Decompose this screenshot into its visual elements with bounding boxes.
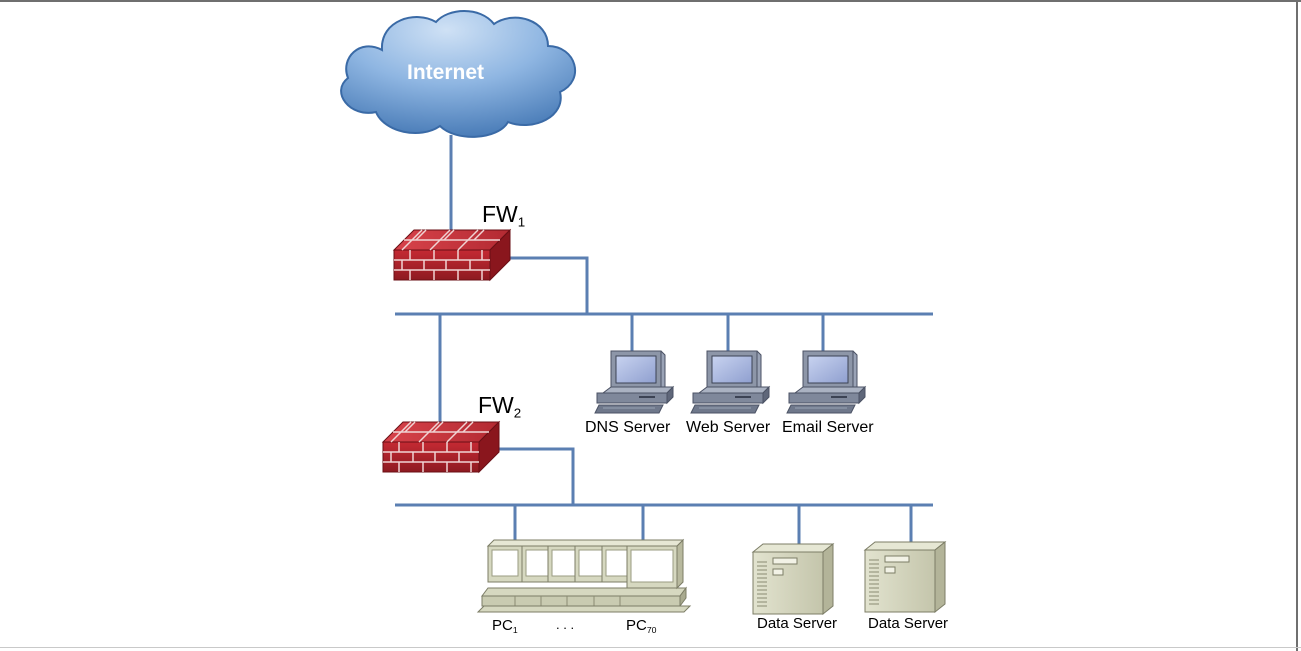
web-server-label: Web Server [686,419,771,436]
dns-server-label: DNS Server [585,419,671,436]
workstation-icon [786,350,866,414]
fw2-label-subscript: 2 [513,405,522,421]
pc1-label-subscript: 1 [512,625,518,636]
fw2-label: FW2 [478,392,522,421]
desktop-pc-icon [476,538,692,613]
link-lines [395,135,933,548]
pc1-label: PC1 [492,617,518,634]
fw2-label-text: FW [478,392,514,418]
email-server-label: Email Server [782,419,874,436]
pc-ellipsis-label: . . . [556,617,575,632]
brick-firewall-icon [381,420,501,474]
fw1-label-text: FW [482,201,518,227]
fw1-label-subscript: 1 [517,214,526,230]
brick-firewall-icon [392,228,512,282]
page-right-border [1296,0,1298,651]
data-server-2-label: Data Server [868,615,949,632]
pc70-label-text: PC [626,617,647,634]
fw1-label: FW1 [482,201,526,230]
workstation-icon [594,350,674,414]
pc70-label: PC70 [626,617,657,634]
page-top-border [0,0,1301,2]
link-fw2-lan [495,447,575,505]
pc1-label-text: PC [492,617,513,634]
tower-server-icon [752,543,834,615]
cloud-icon [340,10,577,138]
workstation-icon [690,350,770,414]
link-fw1-dmz [506,256,589,314]
data-server-1-label: Data Server [757,615,838,632]
tower-server-icon [864,541,946,613]
page-bottom-border [0,647,1301,648]
internet-label: Internet [407,61,485,84]
pc70-label-subscript: 70 [646,625,657,636]
